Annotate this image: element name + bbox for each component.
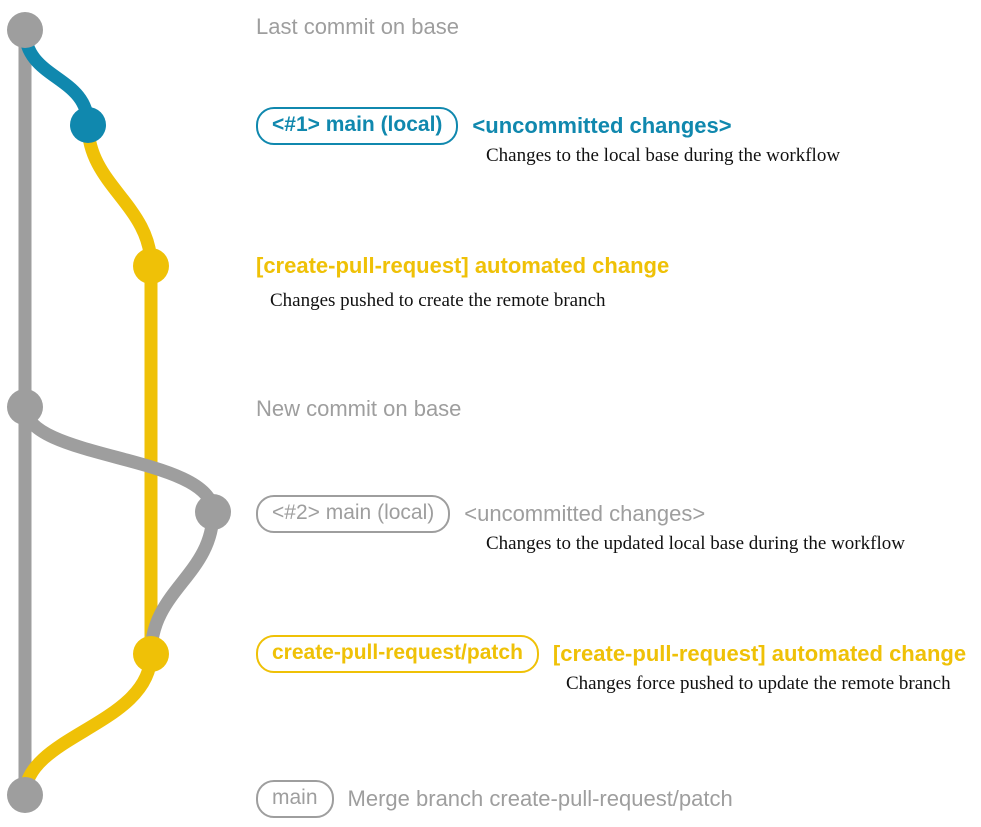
commit-node-remote-2[interactable] xyxy=(133,636,169,672)
commit-description-remote-1: Changes pushed to create the remote bran… xyxy=(270,290,606,311)
commit-subject-merge-commit: Merge branch create-pull-request/patch xyxy=(347,786,733,811)
branch-ref-pill-remote-2[interactable]: create-pull-request/patch xyxy=(256,635,539,673)
commit-subject-base-new: New commit on base xyxy=(256,396,462,421)
commit-node-local-1[interactable] xyxy=(70,107,106,143)
commit-node-base-head[interactable] xyxy=(7,12,43,48)
commit-subject-remote-1: [create-pull-request] automated change xyxy=(256,253,670,278)
commit-node-remote-1[interactable] xyxy=(133,248,169,284)
branch-edge-local-1-to-remote-1 xyxy=(81,118,158,273)
commit-node-local-2[interactable] xyxy=(195,494,231,530)
branch-edge-local-2-to-remote-2 xyxy=(144,505,220,661)
branch-ref-pill-merge-commit[interactable]: main xyxy=(256,780,334,818)
commit-row-base-head: Last commit on base xyxy=(256,14,459,40)
commit-node-base-new[interactable] xyxy=(7,389,43,425)
commit-description-remote-2: Changes force pushed to update the remot… xyxy=(566,673,951,694)
commit-row-remote-1: [create-pull-request] automated change xyxy=(256,253,669,279)
commit-row-remote-2: create-pull-request/patch [create-pull-re… xyxy=(256,635,966,673)
node-layer xyxy=(7,12,231,813)
commit-row-local-2: <#2> main (local) <uncommitted changes> xyxy=(256,495,705,533)
commit-subject-local-1: <uncommitted changes> xyxy=(472,113,732,138)
commit-row-merge-commit: main Merge branch create-pull-request/pat… xyxy=(256,780,733,818)
commit-node-merge-commit[interactable] xyxy=(7,777,43,813)
commit-row-base-new: New commit on base xyxy=(256,396,461,422)
commit-subject-remote-2: [create-pull-request] automated change xyxy=(552,641,967,666)
branch-edge-base-new-to-local-2 xyxy=(18,400,220,519)
commit-subject-base-head: Last commit on base xyxy=(256,14,459,39)
branch-ref-pill-local-2[interactable]: <#2> main (local) xyxy=(256,495,451,533)
branch-edge-remote-2-to-merge xyxy=(18,647,158,802)
commit-row-local-1: <#1> main (local) <uncommitted changes> xyxy=(256,107,732,145)
commit-subject-local-2: <uncommitted changes> xyxy=(464,501,706,526)
branch-ref-pill-local-1[interactable]: <#1> main (local) xyxy=(256,107,459,145)
commit-description-local-1: Changes to the local base during the wor… xyxy=(486,145,841,166)
commit-description-local-2: Changes to the updated local base during… xyxy=(486,533,905,554)
